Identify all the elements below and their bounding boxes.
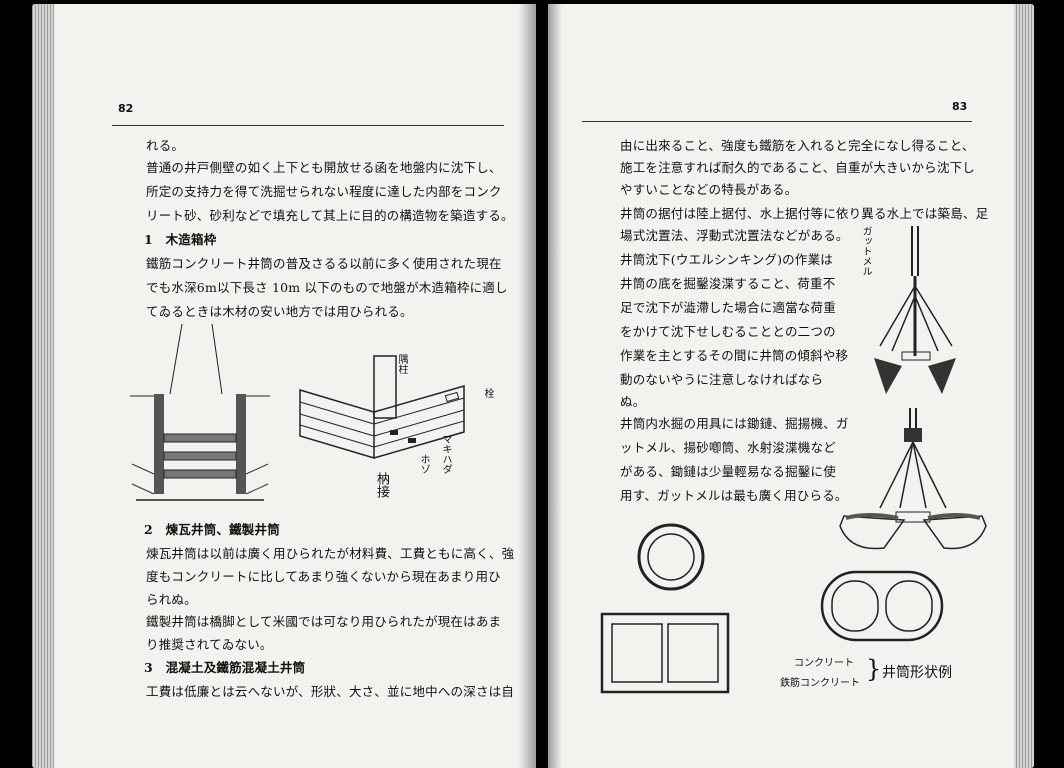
text-line: り推奨されてゐない。 (146, 637, 273, 652)
text-line: られぬ。 (146, 592, 197, 607)
text-line: がある、鋤鏈は少量輕易なる掘鑿に使 (620, 464, 836, 479)
page-number: 82 (118, 102, 134, 115)
gutter-shadow (548, 4, 562, 768)
gutmel-closed-figure (840, 408, 990, 558)
text-line: 井筒の据付は陸上据付、水上据付等に依り異る水上では築島、足 (620, 206, 989, 221)
figure-label: 栓 (482, 388, 493, 398)
text-line: 井筒内水掘の用具には鋤鏈、掘揚機、ガ (620, 416, 849, 431)
section-heading: 3 混凝土及鐵筋混凝土井筒 (144, 660, 306, 675)
text-line: れる。 (146, 138, 185, 153)
text-line: ぬ。 (620, 394, 646, 409)
text-line: ットメル、揚砂喞筒、水射浚渫機など (620, 440, 836, 455)
timber-crib-section-figure (130, 324, 270, 509)
figure-label: ホゾ (418, 454, 429, 474)
text-line: てゐるときは木材の安い地方では用ひられる。 (146, 304, 413, 319)
text-line: 鐵製井筒は橋脚として米國では可なり用ひられたが現在はあま (146, 614, 502, 629)
gutter-shadow (518, 4, 536, 768)
page-edge (32, 4, 54, 768)
section-heading: 1 木造箱枠 (144, 232, 217, 247)
oval-well-figure (820, 570, 944, 642)
text-line: 場式沈置法、浮動式沈置法などがある。 (620, 228, 849, 243)
figure-label: コンクリート (794, 658, 854, 669)
text-line: 所定の支持力を得て洗掘せられない程度に達した内部をコンク (146, 184, 502, 199)
circular-well-figure (636, 522, 706, 592)
figure-caption: 井筒形状例 (882, 665, 952, 681)
text-line: 鐵筋コンクリート井筒の普及さるる以前に多く使用された現在 (146, 256, 502, 271)
figure-label: 隅柱 (396, 354, 407, 374)
text-line: 煉瓦井筒は以前は廣く用ひられたが材料費、工費ともに高く、強 (146, 546, 515, 561)
right-page: 83 由に出來ること、強度も鐵筋を入れると完全になし得ること、 施工を注意すれば… (548, 4, 1034, 768)
text-line: リート砂、砂利などで填充して其上に目的の構造物を築造する。 (146, 208, 514, 223)
text-line: 用す、ガットメルは最も廣く用ひらる。 (620, 488, 848, 503)
text-line: 井筒の底を掘鑿浚渫すること、荷重不 (620, 276, 836, 291)
text-line: 工費は低廉とは云へないが、形狀、大さ、並に地中への深さは自 (146, 684, 515, 699)
section-heading: 2 煉瓦井筒、鐵製井筒 (144, 522, 280, 537)
text-line: 井筒沈下(ウエルシンキング)の作業は (620, 252, 833, 267)
text-line: 由に出來ること、強度も鐵筋を入れると完全になし得ること、 (620, 138, 975, 153)
figure-label: ガットメル (860, 226, 871, 276)
figure-label: 鉄筋コンクリート (780, 678, 860, 689)
text-line: をかけて沈下せしむることとの二つの (620, 324, 836, 339)
text-line: 作業を主とするその間に井筒の傾斜や移 (620, 348, 849, 363)
text-line: やすいことなどの特長がある。 (620, 182, 798, 197)
text-line: 動のないやうに注意しなければなら (620, 372, 824, 387)
rectangular-well-figure (600, 612, 730, 694)
gutmel-open-figure (874, 226, 956, 394)
figure-label: マキハダ (440, 434, 451, 474)
figure-label: 枘接 (374, 472, 389, 498)
text-line: 普通の井戸側壁の如く上下とも開放せる函を地盤内に沈下し、 (146, 160, 502, 175)
left-page: 82 れる。 普通の井戸側壁の如く上下とも開放せる函を地盤内に沈下し、 所定の支… (32, 4, 536, 768)
header-rule (582, 121, 972, 122)
text-line: 施工を注意すれば耐久的であること、自重が大きいから沈下し (620, 160, 975, 175)
header-rule (112, 125, 504, 126)
text-line: 足で沈下が澁滯した場合に適當な荷重 (620, 300, 836, 315)
page-number: 83 (952, 100, 968, 113)
corner-joint-figure (294, 350, 494, 500)
page-edge (1014, 4, 1034, 768)
text-line: でも水深6m以下長さ 10m 以下のもので地盤が木造箱枠に適し (146, 280, 508, 295)
brace-symbol: } (866, 655, 882, 683)
text-line: 度もコンクリートに比してあまり強くないから現在あまり用ひ (146, 569, 501, 584)
